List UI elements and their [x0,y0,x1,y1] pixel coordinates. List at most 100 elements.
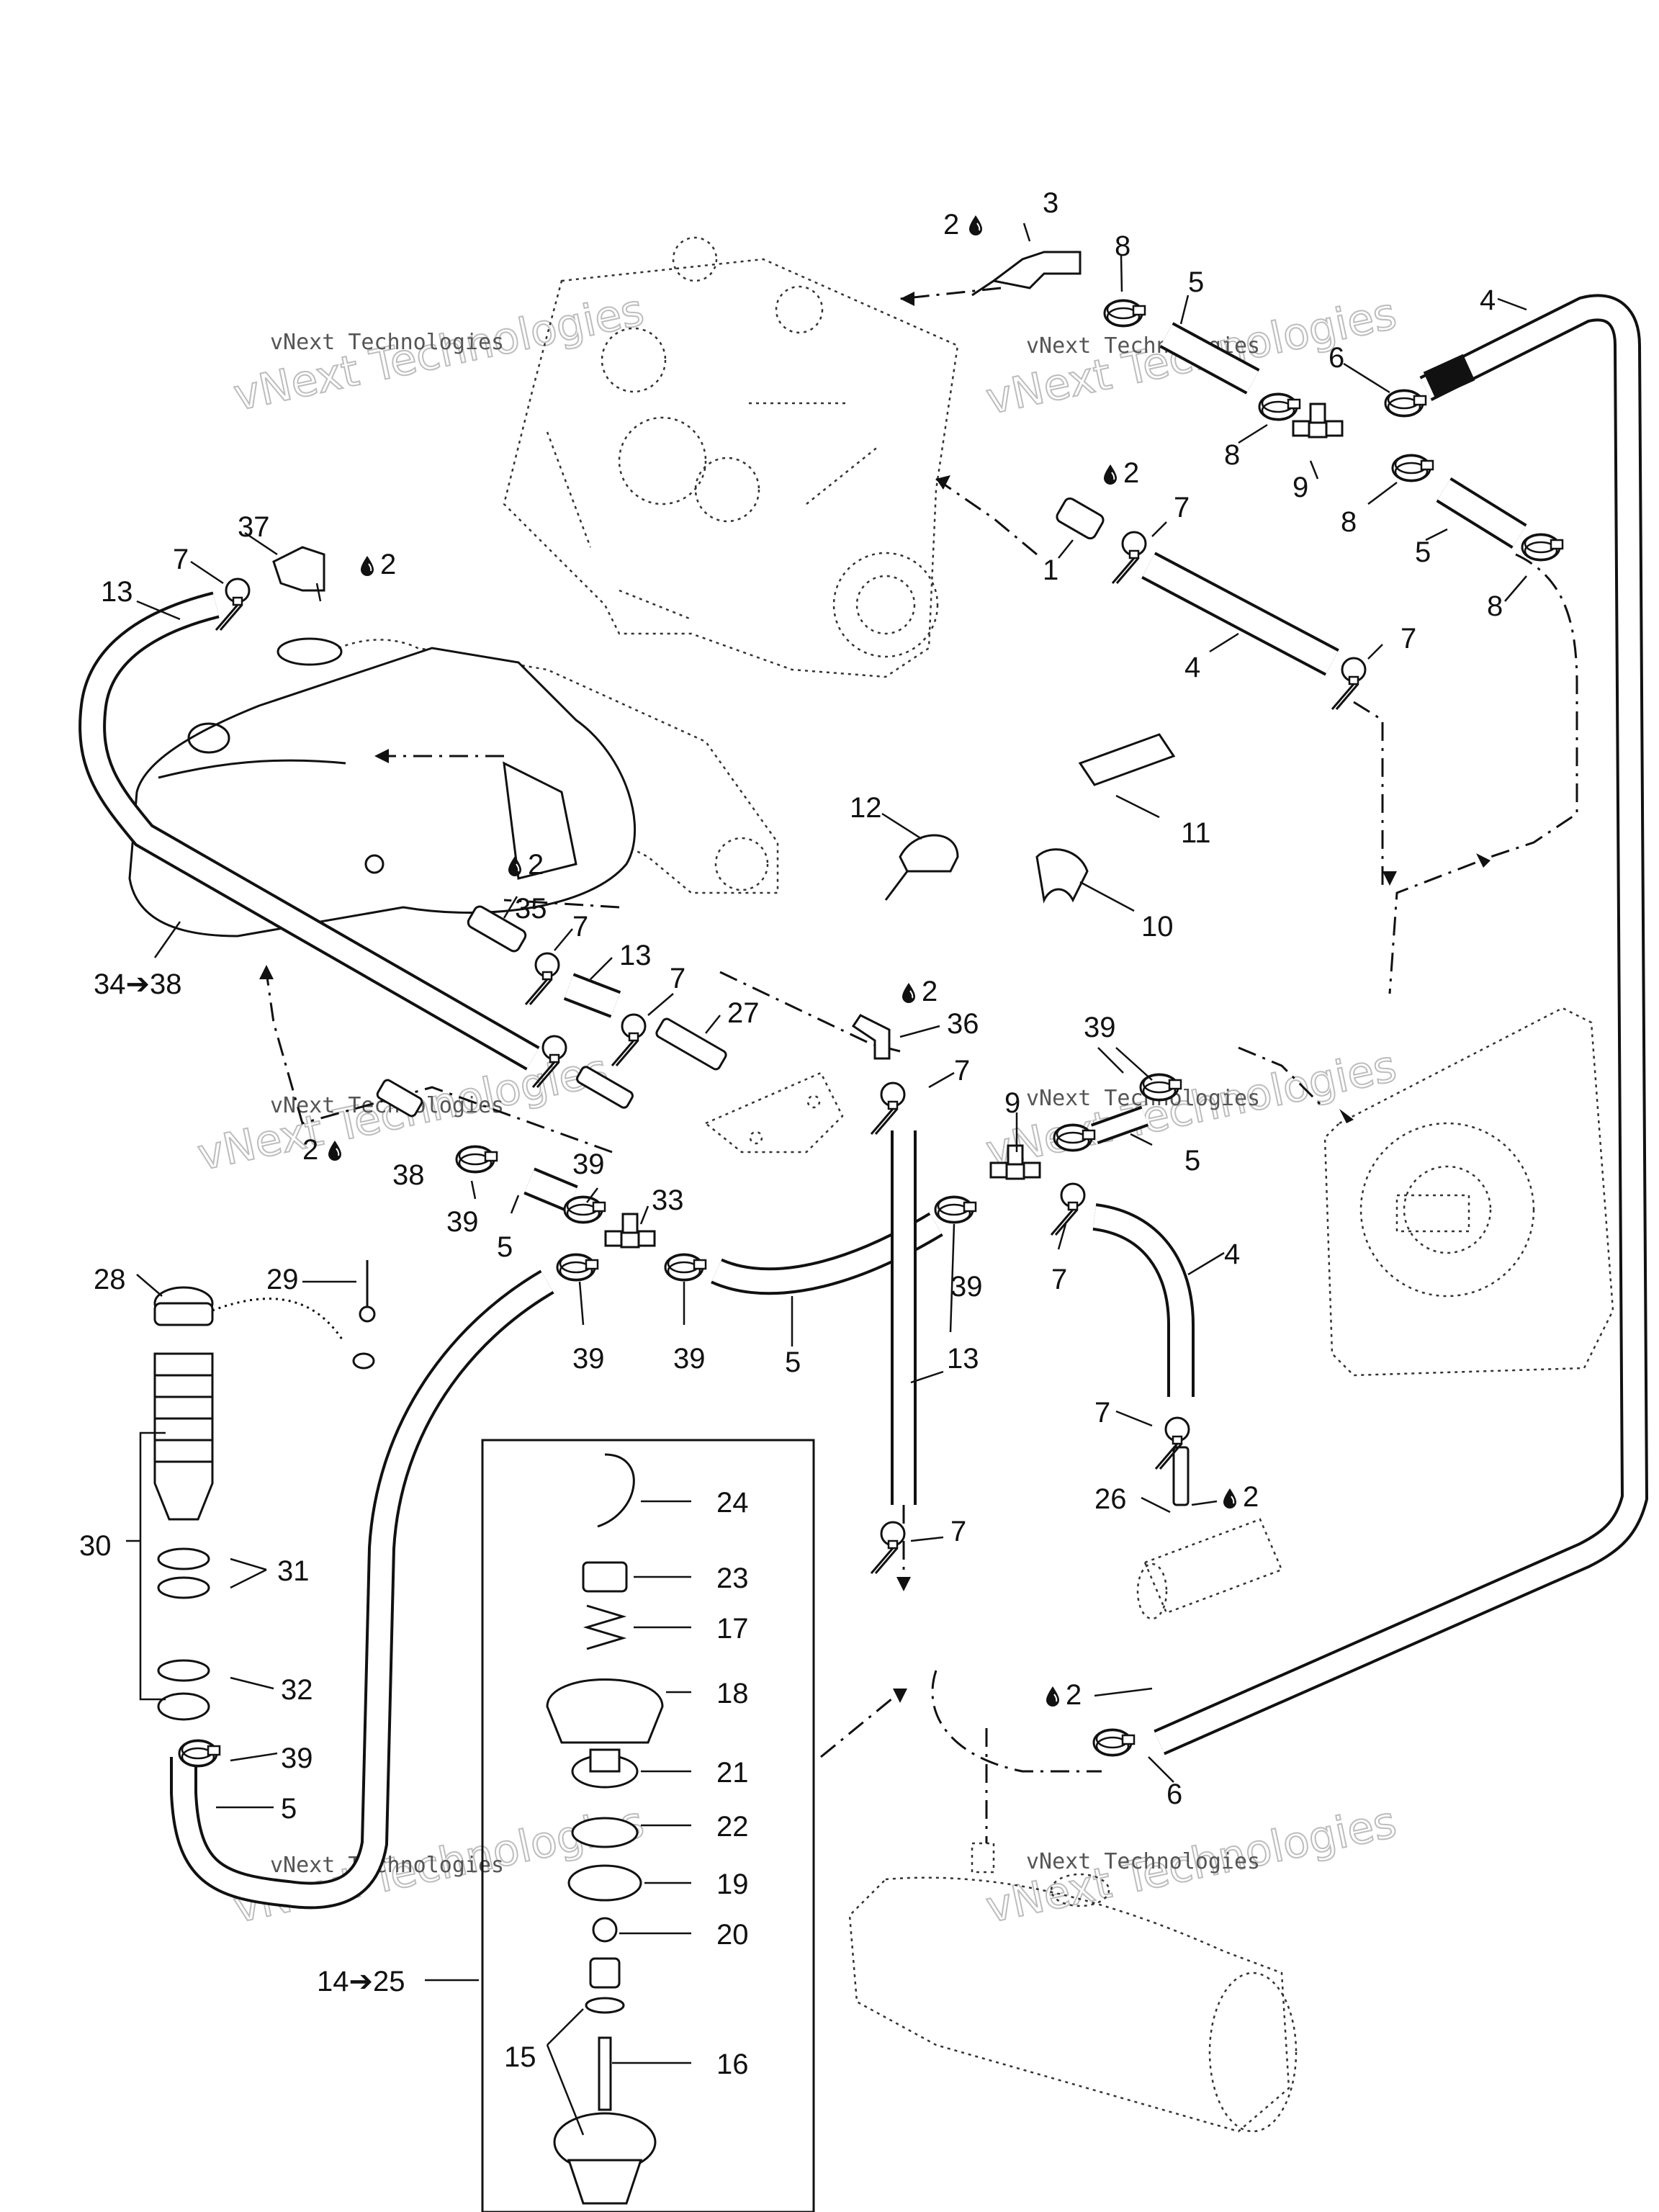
callout-22: 22 [716,1811,749,1843]
callout-13: 13 [619,940,652,971]
fuel-tank [128,637,637,938]
callout-2: 2 [922,976,938,1007]
spring-clip-24 [597,1453,635,1528]
valve-21 [571,1748,639,1789]
callout-labels: 3 2 8 5 4 6 8 9 8 2 7 1 5 8 4 7 37 2 7 1… [79,187,1503,2080]
callout-2-fuel-drop: 2 [1103,457,1139,489]
callout-12: 12 [850,792,882,824]
leader-lines [126,222,1527,2136]
callout-2-fuel-drop: 2 [508,849,544,881]
valve-body-15 [553,2112,657,2205]
callout-34-38: 34➔38 [94,968,182,1000]
callout-10: 10 [1141,911,1174,943]
hose-4-top [1423,354,1475,399]
callout-27: 27 [727,997,760,1029]
callout-7: 7 [173,544,189,575]
clip-10 [1035,848,1089,904]
callout-7: 7 [950,1516,966,1547]
mounting-bracket-outline [703,1071,844,1154]
callout-30: 30 [79,1530,112,1562]
callout-5: 5 [785,1346,801,1378]
callout-7: 7 [1174,492,1190,523]
callout-7: 7 [670,963,685,994]
ring-19 [567,1864,642,1902]
callout-4: 4 [1224,1238,1240,1270]
fuel-tank-outline [338,639,779,894]
cable-tie-12 [884,834,959,901]
straight-fitting-35 [467,905,527,953]
tie-7 [215,577,251,631]
elbow-fitting-37 [272,546,325,592]
callout-24: 24 [716,1487,749,1519]
callout-5: 5 [497,1231,513,1263]
callout-6: 6 [1328,342,1344,374]
callout-31: 31 [277,1555,310,1587]
clip-20 [592,1917,618,1943]
callout-2: 2 [302,1134,318,1166]
fitting-27 [655,1017,727,1071]
fuel-filler-cap-28 [153,1286,375,1370]
callout-5: 5 [281,1793,297,1825]
clamp-6 [1384,389,1427,418]
callout-9: 9 [1292,472,1308,503]
callout-3: 3 [1043,187,1058,219]
clamp-6 [1092,1728,1136,1757]
callout-36: 36 [947,1008,979,1040]
callout-8: 8 [1224,439,1240,471]
valve-inset-box [481,1439,815,2212]
callout-7: 7 [1094,1397,1110,1429]
callout-39: 39 [572,1148,605,1180]
callout-2: 2 [1123,457,1139,489]
callout-7: 7 [954,1055,970,1087]
cover-18 [546,1678,664,1744]
callout-6: 6 [1166,1779,1182,1810]
callout-13: 13 [947,1343,979,1375]
tie-7 [870,1521,906,1575]
tie-7 [611,1013,647,1067]
callout-2: 2 [528,849,544,881]
tie-7 [870,1082,906,1136]
callout-29: 29 [266,1264,299,1295]
callout-5: 5 [1415,536,1431,568]
holder-11 [1078,733,1176,786]
plug-23 [582,1561,628,1593]
straight-fitting-1 [1056,497,1105,540]
callout-5: 5 [1188,266,1204,298]
engine-outline [503,236,959,678]
callout-1: 1 [1043,554,1058,586]
callout-4: 4 [1480,284,1496,316]
spring-17 [583,1604,627,1650]
callout-21: 21 [716,1757,749,1789]
callout-8: 8 [1115,230,1130,262]
tie-7 [1331,657,1367,711]
callout-2: 2 [943,209,959,240]
svg-text:vNext Technologies: vNext Technologies [270,1853,504,1878]
svg-text:vNext Technologies: vNext Technologies [270,330,504,355]
fitting-27b [576,1066,634,1109]
callout-39: 39 [950,1271,983,1303]
callout-32: 32 [281,1674,313,1706]
clamp-39 [934,1195,977,1224]
callout-2-fuel-drop: 2 [302,1134,342,1166]
tie-7 [524,952,560,1006]
tee-fitting-33 [604,1213,656,1249]
callout-35: 35 [515,893,547,925]
fitting-26 [1172,1446,1190,1506]
clamp-8 [1391,454,1434,482]
elbow-fitting-3 [971,251,1082,297]
callout-39: 39 [673,1343,706,1375]
callout-16: 16 [716,2049,749,2080]
callout-7: 7 [1051,1264,1067,1295]
clamp-39 [178,1739,221,1768]
callout-2-fuel-drop: 2 [1223,1481,1259,1513]
callout-23: 23 [716,1563,749,1594]
callout-33: 33 [652,1184,684,1216]
callout-7: 7 [572,911,588,943]
callout-2: 2 [1243,1481,1259,1513]
filler-neck-30 [153,1352,214,1521]
clamp-8 [1521,533,1564,562]
valve-15 [585,1957,625,2014]
callout-28: 28 [94,1264,126,1295]
clamp-39 [556,1253,599,1282]
